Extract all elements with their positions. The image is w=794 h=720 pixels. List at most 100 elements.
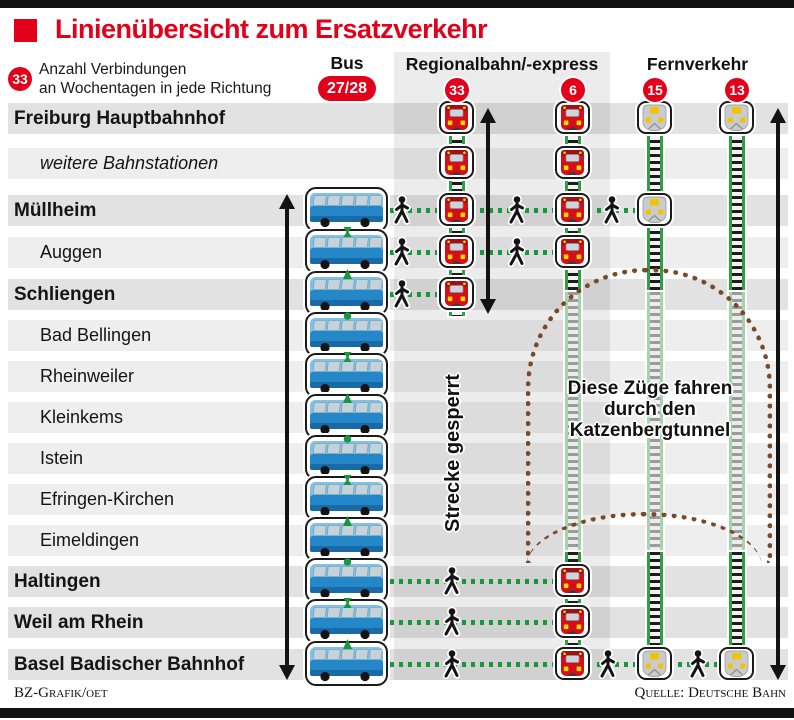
regional-train-glyph (561, 150, 584, 175)
bus-glyph (310, 193, 383, 228)
walker-icon (600, 194, 624, 226)
walker-glyph (602, 194, 621, 226)
railway-track (647, 552, 663, 676)
bus-link-icon (342, 637, 353, 649)
regional-train-glyph (445, 197, 468, 222)
walker-glyph (598, 648, 617, 680)
tunnel-label: Diese Züge fahren durch den Katzenbergtu… (535, 378, 765, 441)
station-label: Istein (40, 448, 84, 468)
regional-train-glyph (561, 197, 584, 222)
ice-train-glyph (724, 104, 749, 131)
closed-section-label: Strecke gesperrt (442, 374, 464, 532)
regional-count-badge-6: 6 (561, 78, 585, 102)
bus-glyph (310, 235, 383, 270)
tunnel-label-line-3: Katzenbergtunnel (569, 420, 731, 441)
walker-icon (505, 194, 529, 226)
katzenbergtunnel-outline-bottom (526, 512, 762, 567)
bus-link-icon (342, 514, 353, 526)
bus-glyph (310, 482, 383, 517)
station-label: Kleinkems (40, 407, 124, 427)
bus-glyph (310, 318, 383, 353)
legend-count-badge: 33 (8, 67, 32, 91)
ice-train-glyph (642, 196, 667, 223)
bus-icon (305, 394, 388, 439)
walker-glyph (392, 194, 411, 226)
station-label: Müllheim (14, 200, 97, 221)
bus-link-icon (342, 309, 353, 321)
fern-count-badge-13: 13 (725, 78, 749, 102)
legend-text: Anzahl Verbindungen an Wochentagen in je… (39, 60, 271, 98)
station-label: Eimeldingen (40, 530, 140, 550)
tunnel-label-line-2: durch den (604, 399, 696, 420)
bus-glyph (310, 441, 383, 476)
bus-link-icon (342, 596, 353, 608)
regional-train-icon (555, 647, 590, 680)
bus-glyph (310, 523, 383, 558)
regional-train-glyph (561, 239, 584, 264)
bus-link-icon (342, 473, 353, 485)
top-rule (0, 0, 794, 8)
walker-glyph (392, 278, 411, 310)
regional-train-icon (439, 235, 474, 268)
regional-train-icon (439, 193, 474, 226)
regional-train-glyph (561, 105, 584, 130)
walker-icon (596, 648, 620, 680)
walker-icon (390, 194, 414, 226)
ice-train-icon (719, 101, 754, 134)
regional-route-arrow (480, 108, 496, 314)
column-header-fernverkehr: Fernverkehr (646, 54, 749, 74)
regional-train-glyph (445, 281, 468, 306)
station-label: Efringen-Kirchen (40, 489, 175, 509)
walker-icon (505, 236, 529, 268)
legend-line-1: Anzahl Verbindungen (39, 61, 187, 78)
regional-train-icon (555, 235, 590, 268)
bus-glyph (310, 277, 383, 312)
bus-link-icon (342, 350, 353, 362)
credit-text: BZ-Grafik/oet (14, 685, 108, 701)
regional-train-glyph (445, 150, 468, 175)
bus-icon (305, 187, 388, 232)
tunnel-label-line-1: Diese Züge fahren (567, 378, 733, 399)
regional-train-icon (439, 146, 474, 179)
bus-link-icon (342, 391, 353, 403)
regional-train-icon (555, 146, 590, 179)
regional-count-badge-33: 33 (445, 78, 469, 102)
legend-line-2: an Wochentagen in jede Richtung (39, 80, 272, 97)
station-label: Weil am Rhein (14, 612, 144, 633)
station-label: Freiburg Hauptbahnhof (14, 108, 226, 129)
regional-train-glyph (561, 568, 584, 593)
bus-glyph (310, 400, 383, 435)
bus-route-arrow (279, 194, 295, 680)
fernverkehr-route-arrow (770, 108, 786, 680)
walker-glyph (442, 606, 461, 638)
walker-icon (440, 606, 464, 638)
ice-train-icon (637, 647, 672, 680)
walker-icon (390, 236, 414, 268)
bus-icon (305, 435, 388, 480)
transfer-line (390, 620, 573, 625)
walker-glyph (442, 648, 461, 680)
walker-glyph (507, 194, 526, 226)
walker-glyph (507, 236, 526, 268)
regional-train-glyph (561, 651, 584, 676)
regional-train-glyph (445, 105, 468, 130)
ice-train-icon (637, 101, 672, 134)
bus-link-icon (342, 267, 353, 279)
source-text: Quelle: Deutsche Bahn (634, 685, 787, 701)
bus-icon (305, 517, 388, 562)
fern-count-badge-15: 15 (643, 78, 667, 102)
bus-link-icon (342, 432, 353, 444)
transfer-line (390, 292, 457, 297)
transfer-line (390, 250, 573, 255)
page-title: Linienübersicht zum Ersatzverkehr (55, 14, 488, 44)
ice-train-glyph (724, 650, 749, 677)
katzenbergtunnel-outline-top (526, 268, 772, 563)
bus-glyph (310, 564, 383, 599)
bus-icon (305, 476, 388, 521)
ice-train-icon (719, 647, 754, 680)
walker-icon (440, 648, 464, 680)
bus-glyph (310, 359, 383, 394)
regional-train-icon (555, 605, 590, 638)
bus-line-badge: 27/28 (318, 76, 376, 101)
regional-train-icon (555, 101, 590, 134)
